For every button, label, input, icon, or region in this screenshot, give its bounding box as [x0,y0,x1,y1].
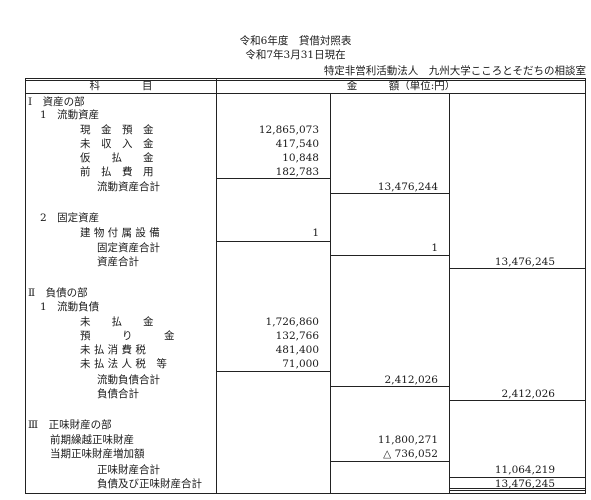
table-bottom-rule [25,493,586,494]
liability-item-value: 481,400 [275,344,319,356]
liability-item-label: 未 払 法 人 税 等 [80,358,167,370]
current-assets-title: 1 流動資産 [40,109,100,121]
subject-column-divider [216,78,217,494]
table-top-rule [25,78,586,81]
asset-item-value: 12,865,073 [258,124,319,136]
current-liabilities-total-value: 2,412,026 [384,374,438,386]
grand-total-value: 13,476,245 [494,478,555,490]
rule-liabilities-items [216,371,331,372]
liability-item-value: 1,726,860 [265,316,319,328]
fixed-asset-item-label: 建 物 付 属 設 備 [80,227,160,239]
amount-col2-divider [449,93,450,494]
net-assets-total-label: 正味財産合計 [97,464,160,476]
asset-item-label: 現 金 預 金 [80,124,154,136]
rule-liabilities-total [449,400,586,401]
grand-total-label: 負債及び正味財産合計 [97,478,202,490]
asset-item-value: 182,783 [275,166,319,178]
liabilities-total-label: 負債合計 [97,388,139,400]
liability-item-label: 未 払 金 [80,316,154,328]
rule-fixed-total [330,255,450,256]
fixed-asset-item-value: 1 [312,227,319,239]
asset-item-label: 未 収 入 金 [80,138,154,150]
document-title: 令和6年度 貸借対照表 [239,35,352,47]
rule-net-assets-items [330,461,450,462]
current-liabilities-title: 1 流動負債 [40,301,100,313]
liability-item-label: 預 り 金 [80,330,175,342]
asset-item-value: 417,540 [275,138,319,150]
header-rule [25,93,586,94]
table-left-border [25,78,26,494]
net-assets-increase-value: △ 736,052 [383,448,438,460]
rule-current-assets-total [330,193,450,194]
rule-assets-total [449,268,586,269]
rule-grand-total [449,488,586,491]
current-assets-total-label: 流動資産合計 [97,181,160,193]
document-date: 令和7年3月31日現在 [245,49,346,61]
table-right-border [585,78,586,494]
liabilities-section-title: Ⅱ 負債の部 [28,287,88,299]
subject-column-header: 科 目 [89,80,153,92]
fixed-assets-total-value: 1 [431,242,438,254]
rule-fixed-item [216,241,331,242]
prior-net-assets-label: 前期繰越正味財産 [50,434,134,446]
asset-item-label: 前 払 費 用 [80,166,154,178]
net-assets-section-title: Ⅲ 正味財産の部 [28,419,112,431]
assets-section-title: Ⅰ 資産の部 [28,96,85,108]
prior-net-assets-value: 11,800,271 [377,434,438,446]
rule-current-liabilities-total [330,386,450,387]
liability-item-value: 132,766 [275,330,319,342]
current-liabilities-total-label: 流動負債合計 [97,374,160,386]
asset-item-value: 10,848 [282,152,319,164]
fixed-assets-title: 2 固定資産 [40,212,100,224]
net-assets-total-value: 11,064,219 [494,464,555,476]
liability-item-label: 未 払 消 費 税 [80,344,146,356]
current-assets-total-value: 13,476,244 [377,181,438,193]
rule-net-assets-total [449,477,586,478]
fixed-assets-total-label: 固定資産合計 [97,242,160,254]
amount-col1-divider [330,93,331,494]
net-assets-increase-label: 当期正味財産増加額 [50,448,145,460]
assets-total-label: 資産合計 [97,256,139,268]
assets-total-value: 13,476,245 [494,256,555,268]
liability-item-value: 71,000 [282,358,319,370]
amount-column-header: 金 額（単位:円） [346,80,456,92]
organization-name: 特定非営利活動法人 九州大学こころとそだちの相談室 [323,65,586,77]
rule-current-assets-items [216,178,331,179]
asset-item-label: 仮 払 金 [80,152,154,164]
liabilities-total-value: 2,412,026 [501,388,555,400]
